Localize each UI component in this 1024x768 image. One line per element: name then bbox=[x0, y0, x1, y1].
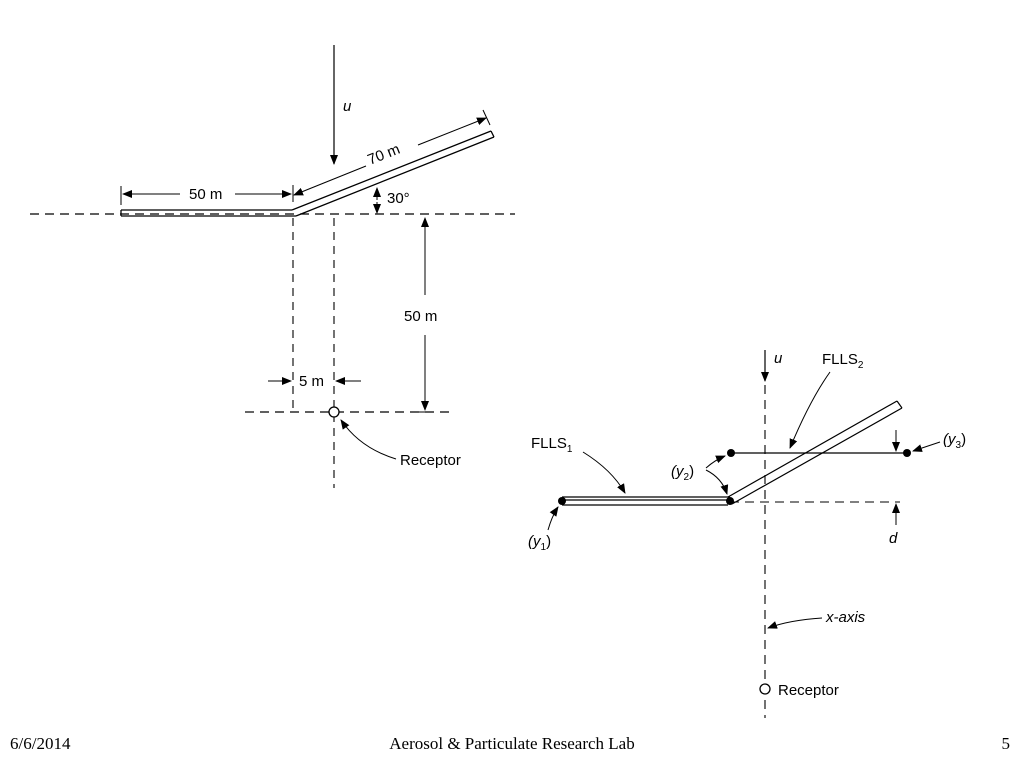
figure-1: 70 m 50 m u 30° 50 m bbox=[30, 45, 515, 488]
y2-point-b bbox=[726, 497, 734, 505]
wind-label: u bbox=[343, 98, 352, 115]
x-axis-pointer bbox=[767, 617, 823, 629]
label-5m: 5 m bbox=[299, 373, 324, 390]
wind-label-2: u bbox=[774, 350, 783, 367]
y2-pointer-a bbox=[705, 455, 726, 469]
y3-label: (y3) bbox=[943, 431, 966, 451]
label-70m: 70 m bbox=[365, 141, 402, 169]
receptor-marker bbox=[328, 406, 340, 418]
flls2-label: FLLS2 bbox=[822, 351, 864, 371]
footer-date: 6/6/2014 bbox=[10, 734, 71, 753]
receptor-label: Receptor bbox=[400, 452, 461, 469]
line-source-angled bbox=[291, 130, 495, 217]
y2-pointer-b bbox=[705, 469, 729, 495]
receptor-label-2: Receptor bbox=[778, 682, 839, 699]
y3-pointer bbox=[912, 441, 941, 452]
y1-label: (y1) bbox=[528, 533, 551, 553]
figure-2: u FLLS2 FLLS1 (y1) bbox=[528, 350, 966, 718]
dimension-50m-vertical bbox=[418, 217, 434, 413]
flls2-pointer bbox=[789, 371, 831, 449]
footer-title: Aerosol & Particulate Research Lab bbox=[389, 734, 635, 753]
footer-page-number: 5 bbox=[1001, 734, 1011, 753]
y3-point bbox=[903, 449, 911, 457]
flls1-label: FLLS1 bbox=[531, 435, 573, 455]
y1-point bbox=[558, 497, 566, 505]
y2-label: (y2) bbox=[671, 463, 694, 483]
flls1-source bbox=[562, 496, 730, 506]
y2-point-a bbox=[727, 449, 735, 457]
angle-label: 30° bbox=[387, 190, 410, 207]
flls1-pointer bbox=[582, 451, 626, 494]
dimension-50m-horizontal bbox=[120, 186, 292, 205]
dimension-70m bbox=[292, 109, 491, 202]
x-axis-label: x-axis bbox=[825, 609, 866, 626]
angled-source bbox=[727, 400, 903, 505]
receptor-marker-2 bbox=[759, 683, 771, 695]
receptor-pointer bbox=[340, 419, 397, 460]
line-source-horizontal bbox=[120, 209, 296, 217]
d-label: d bbox=[889, 530, 898, 547]
label-50m-vertical: 50 m bbox=[404, 308, 437, 325]
y1-pointer bbox=[547, 506, 559, 531]
label-50m-horizontal: 50 m bbox=[189, 186, 222, 203]
